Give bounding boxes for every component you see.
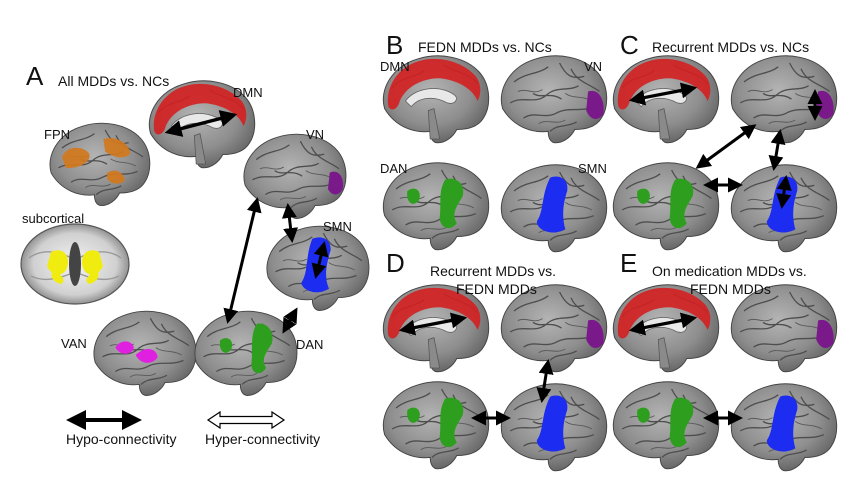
panel-a-arrow-dmn-dmn [164,110,238,137]
panel-c-arrow-vn-dan [695,124,757,169]
panel-d-title-line2: FEDN MDDs [456,281,537,297]
panel-b-letter: B [386,30,404,60]
panel-b-smn-brain [500,164,608,253]
panel-a-van-brain [93,310,197,397]
panel-a-label-van: VAN [61,336,87,351]
panel-c-letter: C [620,30,639,60]
panel-c-arrow-smn-smn [776,175,792,209]
panel-b-label-vn: VN [584,59,603,74]
panel-d-vn-brain [500,284,608,373]
panel-b-dan-brain [382,162,490,251]
panel-d-dan-brain [382,381,490,470]
panel-c-arrow-dmn-dmn [628,82,698,106]
panel-e-letter: E [620,248,638,278]
panel-a-arrow-vn-smn [281,203,299,243]
panel-a-vn-brain [243,133,347,220]
panel-e-arrow-dmn-dmn [628,312,698,336]
panel-c-dmn-brain [612,55,720,144]
panel-a-fpn-brain [49,122,151,207]
panel-a-label-vn: VN [306,127,325,142]
panel-d-arrow-vn-smn [536,359,554,403]
panel-d-title-line1: Recurrent MDDs vs. [430,263,557,279]
panel-c-title: Recurrent MDDs vs. NCs [652,39,810,55]
panel-a-arrow-smn-smn [311,241,329,279]
panel-b-label-smn: SMN [578,161,607,176]
panel-e-title-line1: On medication MDDs vs. [652,263,807,279]
legend-hyper-label: Hyper-connectivity [205,431,321,447]
panel-c-arrow-vn-smn [768,129,786,171]
panel-b-title: FEDN MDDs vs. NCs [418,39,552,55]
panel-e-smn-brain [730,383,838,472]
legend-hyper-arrow [206,410,286,430]
panel-a-subcortical-slice [20,223,130,305]
panel-c-smn-brain [730,164,838,253]
panel-d-smn-brain [500,383,608,472]
panel-a-dan-brain [194,310,298,397]
panel-a-label-smn: SMN [323,219,352,234]
panel-a-label-subcortical: subcortical [22,211,85,226]
panel-b-vn-brain [500,55,608,144]
panel-a-letter: A [26,61,44,91]
panel-e-dan-brain [612,381,720,470]
panel-d-arrow-dmn-dmn [398,312,468,336]
panel-d-letter: D [386,248,405,278]
panel-e-title-line2: FEDN MDDs [690,281,771,297]
panel-b-dmn-brain [382,55,490,144]
legend-hypo-label: Hypo-connectivity [66,431,177,447]
panel-b-label-dmn: DMN [380,59,410,74]
panel-a-arrow-vn-dan [223,197,262,324]
panel-e-vn-brain [730,284,838,373]
panel-e-dmn-brain [612,284,720,373]
panel-a-label-dmn: DMN [233,85,263,100]
panel-b-label-dan: DAN [380,161,408,176]
panel-d-dmn-brain [382,284,490,373]
panel-c-dan-brain [612,162,720,251]
panel-a-arrow-smn-dan [282,307,298,334]
panel-a-label-fpn: FPN [44,127,70,142]
panel-a-label-dan: DAN [296,337,324,352]
panel-a-title: All MDDs vs. NCs [58,73,170,89]
